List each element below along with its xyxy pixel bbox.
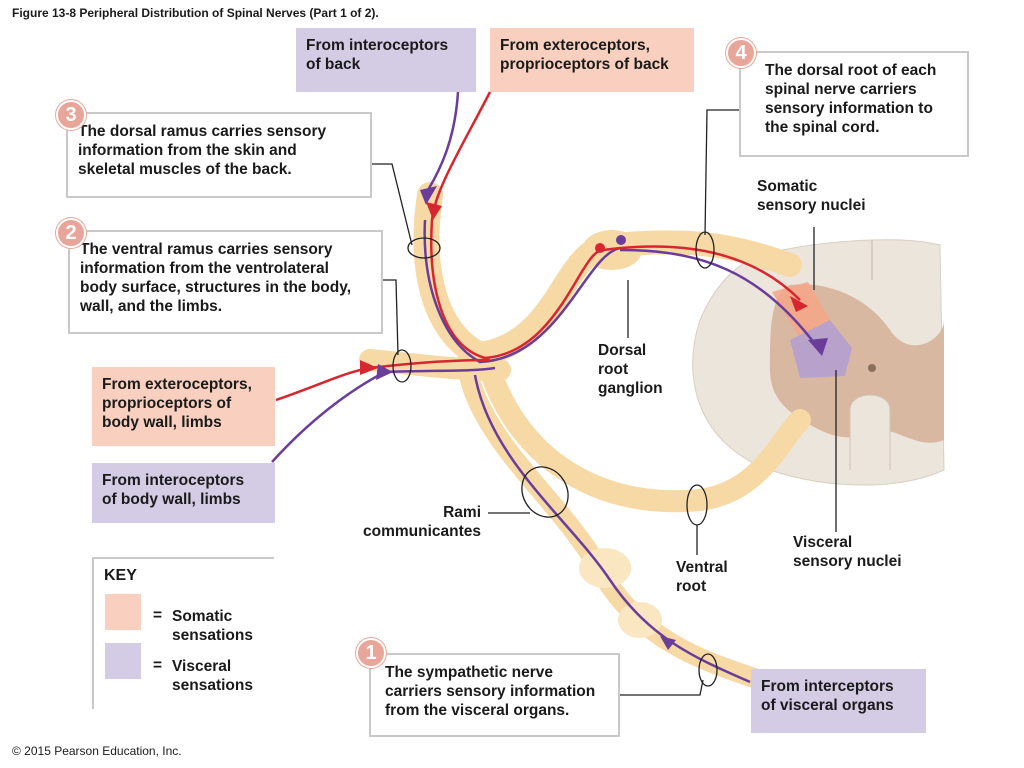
step-3-callout: The dorsal ramus carries sensory informa… xyxy=(66,112,372,198)
source-visceral-organs: From interceptors of visceral organs xyxy=(751,669,926,733)
label-visceral-sensory-nuclei: Visceral sensory nuclei xyxy=(793,534,902,570)
neuron-purple-cell-body xyxy=(616,235,626,245)
step-4-callout: The dorsal root of each spinal nerve car… xyxy=(739,51,969,157)
arrowhead-red-limbs xyxy=(360,360,378,375)
label-rami-communicantes: Rami communicantes xyxy=(362,504,481,540)
arrowhead-red-cord xyxy=(790,296,808,312)
step-2-callout: The ventral ramus carries sensory inform… xyxy=(68,230,383,334)
key-equals-somatic: = xyxy=(153,607,163,624)
step-3-badge: 3 xyxy=(56,100,86,130)
purple-fiber-back xyxy=(426,91,460,191)
marker-rami xyxy=(521,466,569,518)
label-ventral-root: Ventral root xyxy=(676,559,728,595)
marker-dorsal-ramus xyxy=(407,237,441,259)
marker-dorsal-root xyxy=(695,231,715,269)
copyright-notice: © 2015 Pearson Education, Inc. xyxy=(12,744,182,758)
key-label-somatic: Somatic sensations xyxy=(172,608,253,644)
key-swatch-somatic xyxy=(105,594,141,630)
arrowhead-purple-cord xyxy=(808,338,828,356)
leader-lines xyxy=(372,109,837,696)
purple-fiber-to-cord xyxy=(619,248,820,349)
key-legend xyxy=(92,557,274,709)
dorsal-ramus xyxy=(413,182,493,368)
leader-ventral-ramus xyxy=(383,279,399,356)
marker-sympathetic xyxy=(698,653,718,687)
figure-title: Figure 13-8 Peripheral Distribution of S… xyxy=(12,6,379,20)
arrowhead-purple-limbs xyxy=(376,364,393,380)
purple-fiber-visceral xyxy=(473,374,751,684)
somatic-nucleus-region xyxy=(772,282,830,338)
label-somatic-sensory-nuclei: Somatic sensory nuclei xyxy=(757,178,866,214)
ventral-root xyxy=(479,359,811,513)
leader-sympathetic xyxy=(620,679,704,696)
central-canal xyxy=(868,364,876,372)
source-exteroceptors-limbs: From exteroceptors, proprioceptors of bo… xyxy=(92,367,275,446)
sympathetic-ganglion xyxy=(579,548,631,588)
source-interoceptors-limbs: From interoceptors of body wall, limbs xyxy=(92,463,275,523)
sensory-fibers xyxy=(271,91,820,684)
key-equals-visceral: = xyxy=(153,657,163,674)
marker-ventral-root xyxy=(686,484,708,526)
red-fiber-back xyxy=(430,91,604,360)
central-canal-notch xyxy=(849,394,891,470)
step-1-callout: The sympathetic nerve carriers sensory i… xyxy=(369,653,620,737)
sympathetic-ganglion-lower xyxy=(618,602,662,638)
source-interoceptors-back: From interoceptors of back xyxy=(296,28,476,92)
arrowhead-purple-visceral xyxy=(660,636,676,650)
leader-dorsal-root xyxy=(704,109,739,236)
purple-fiber-dorsal xyxy=(423,219,621,364)
label-dorsal-root-ganglion: Dorsal root ganglion xyxy=(598,342,663,397)
step-1-badge: 1 xyxy=(356,638,386,668)
key-label-visceral: Visceral sensations xyxy=(172,658,253,694)
neuron-red-cell-body xyxy=(595,243,605,253)
key-swatch-visceral xyxy=(105,643,141,679)
leader-dorsal-ramus xyxy=(372,163,413,246)
step-2-badge: 2 xyxy=(56,218,86,248)
arrowhead-purple-back xyxy=(420,186,437,205)
key-title: KEY xyxy=(104,567,137,584)
source-exteroceptors-back: From exteroceptors, proprioceptors of ba… xyxy=(490,28,694,92)
step-4-badge: 4 xyxy=(726,38,756,68)
marker-ventral-ramus xyxy=(392,349,412,383)
arrowhead-red-back xyxy=(426,202,442,220)
red-fiber-to-cord xyxy=(602,245,801,301)
